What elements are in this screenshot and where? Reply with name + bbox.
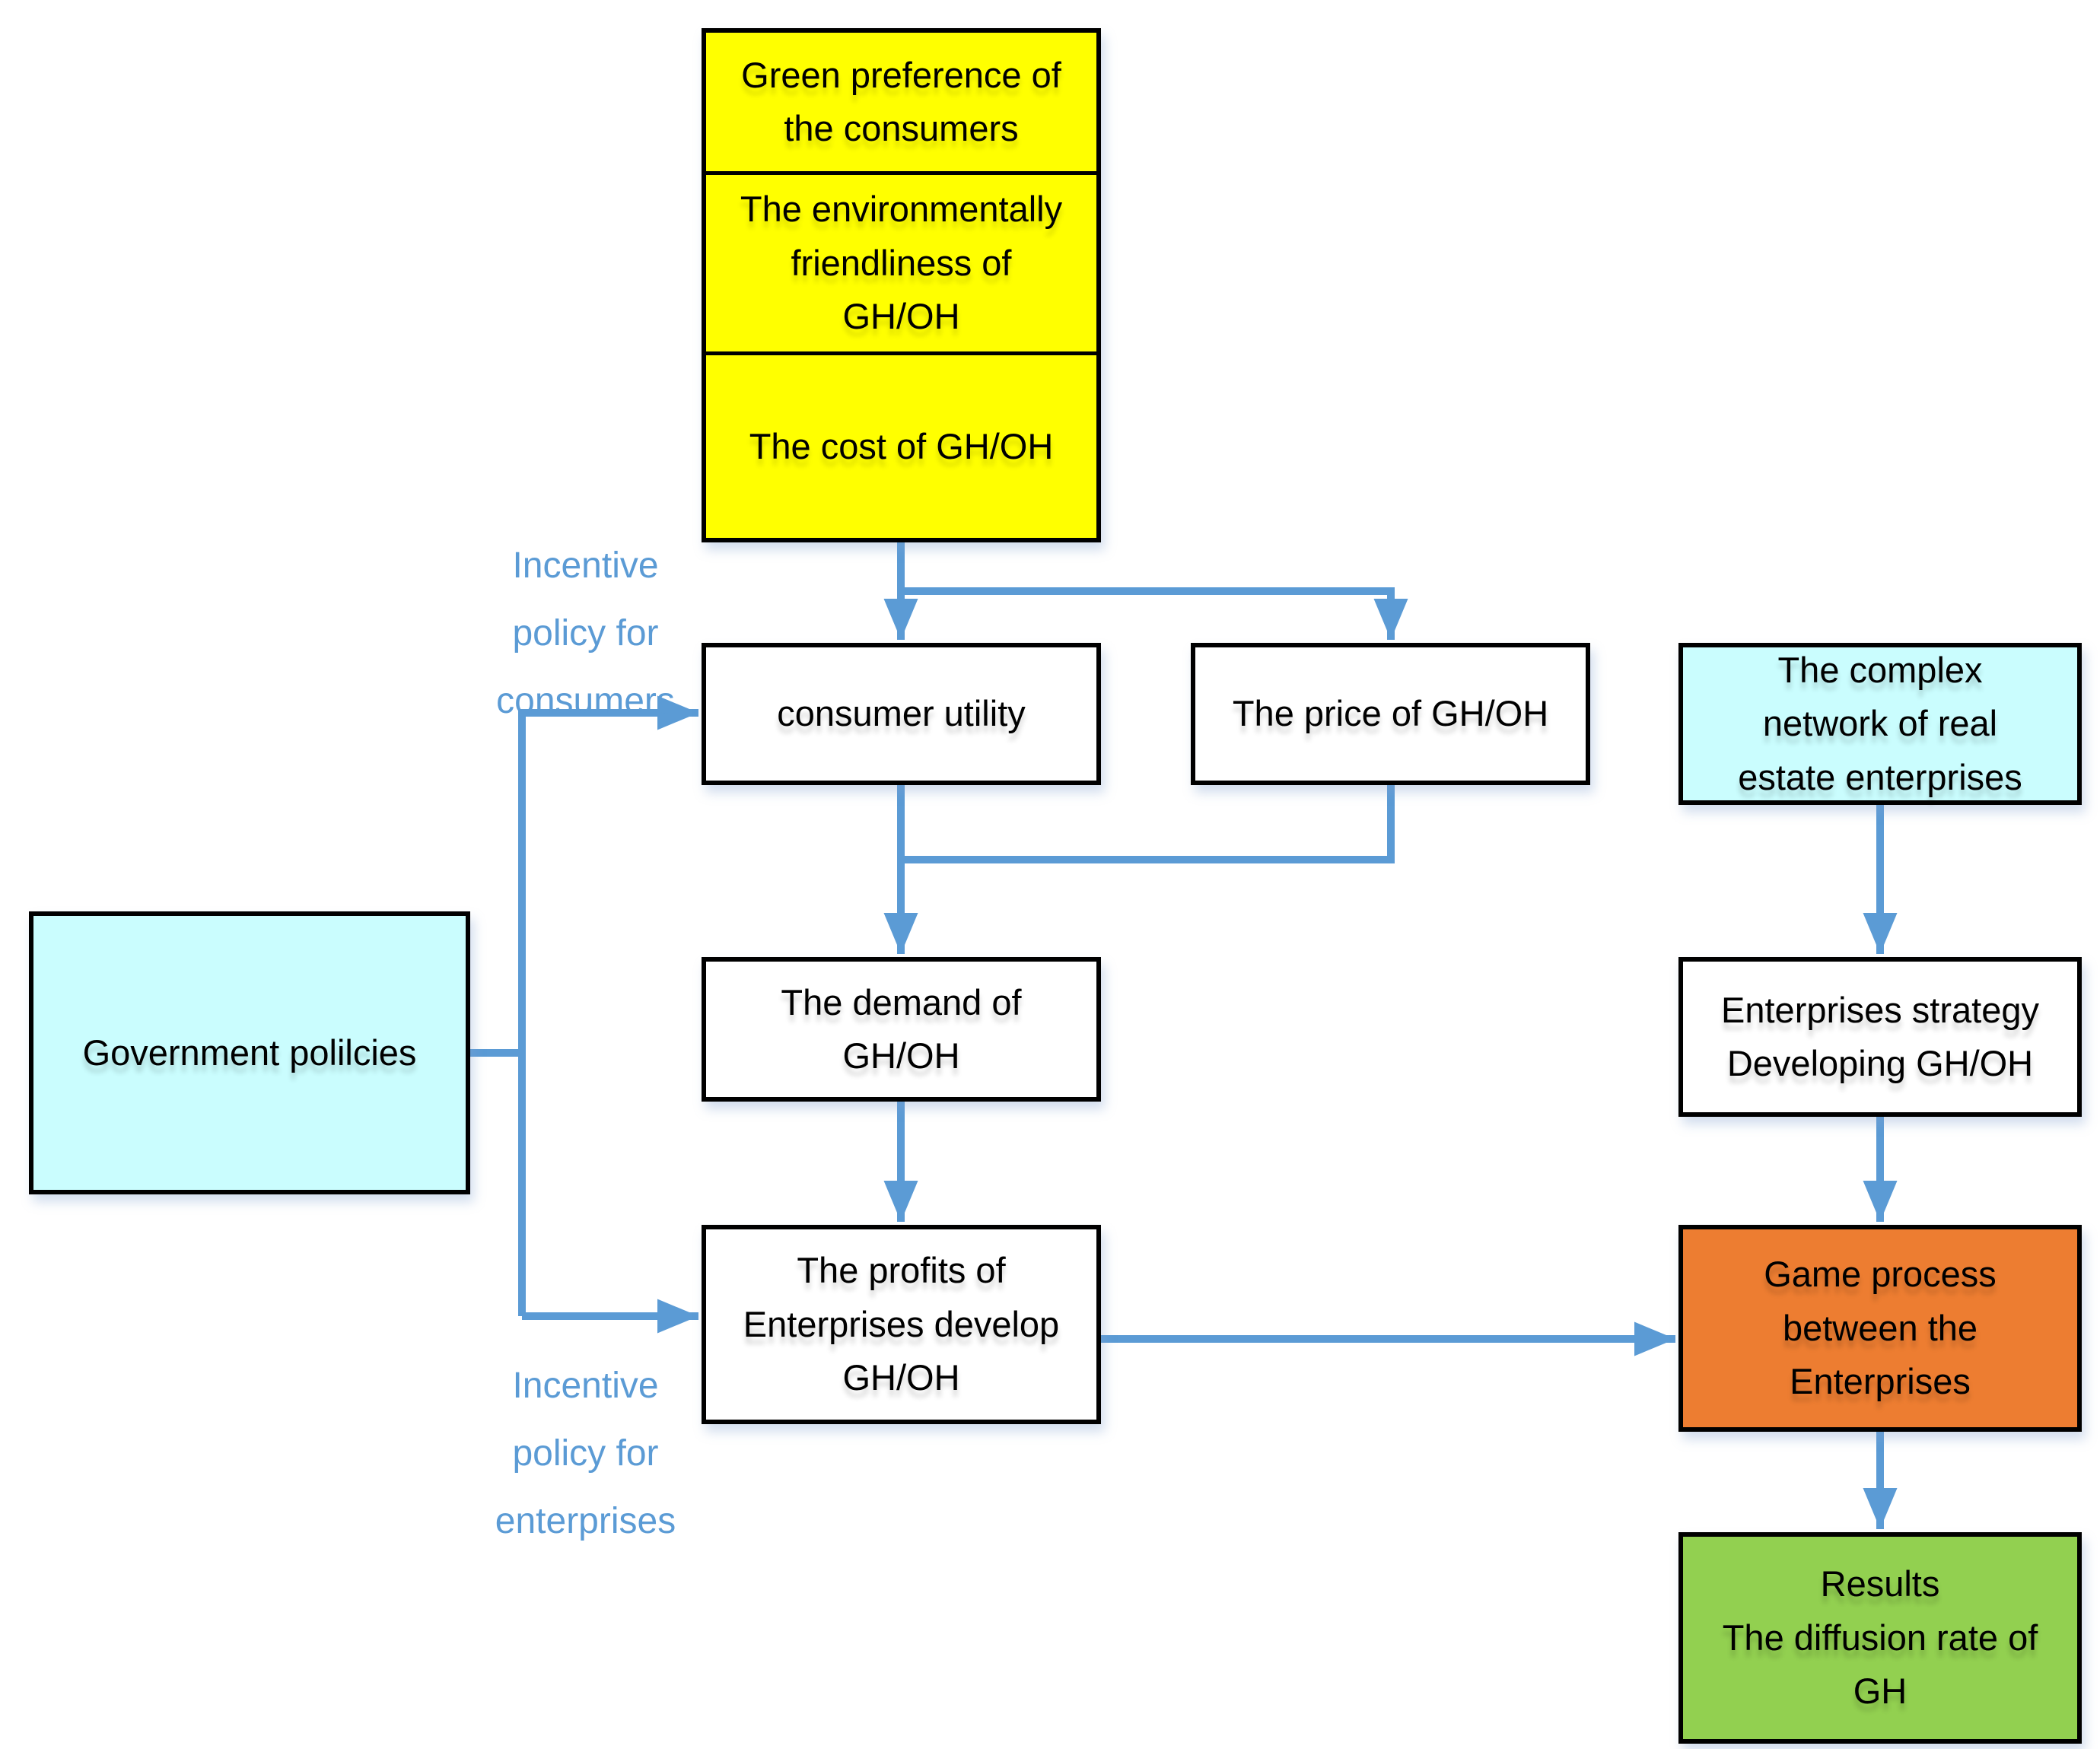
node-results-diffusion-rate-label: Results The diffusion rate of GH <box>1722 1563 2038 1712</box>
node-price-of-ghoh: The price of GH/OH <box>1191 643 1590 785</box>
node-green-preference-label: Green preference of the consumers <box>741 54 1061 149</box>
node-environmental-friendliness-label: The environmentally friendliness of GH/O… <box>740 189 1063 337</box>
node-government-policies-label: Government polilcies <box>82 1032 417 1073</box>
node-demand-of-ghoh-label: The demand of GH/OH <box>781 981 1022 1076</box>
node-game-process-label: Game process between the Enterprises <box>1764 1254 1997 1402</box>
node-complex-network-label: The complex network of real estate enter… <box>1738 649 2022 797</box>
node-consumer-utility-label: consumer utility <box>777 693 1026 734</box>
node-green-preference: Green preference of the consumers <box>706 33 1096 171</box>
node-consumer-utility: consumer utility <box>702 643 1101 785</box>
node-cost-of-ghoh-label: The cost of GH/OH <box>749 425 1054 466</box>
edge-government-to-consumer-utility <box>518 695 698 1316</box>
annotation-incentive-policy-enterprises: Incentive policy for enterprises <box>495 1366 676 1541</box>
annotation-incentive-policy-consumers: Incentive policy for consumers <box>496 545 675 721</box>
node-enterprises-strategy: Enterprises strategy Developing GH/OH <box>1678 957 2082 1117</box>
node-profits-of-enterprises: The profits of Enterprises develop GH/OH <box>702 1225 1101 1424</box>
node-game-process: Game process between the Enterprises <box>1678 1225 2082 1432</box>
edge-price-to-demand-join <box>897 785 1395 863</box>
edge-inputs-to-price <box>901 587 1408 640</box>
node-cost-of-ghoh: The cost of GH/OH <box>706 351 1096 538</box>
node-results-diffusion-rate: Results The diffusion rate of GH <box>1678 1532 2082 1744</box>
node-demand-of-ghoh: The demand of GH/OH <box>702 957 1101 1102</box>
node-price-of-ghoh-label: The price of GH/OH <box>1232 693 1549 734</box>
node-environmental-friendliness: The environmentally friendliness of GH/O… <box>706 171 1096 351</box>
node-profits-of-enterprises-label: The profits of Enterprises develop GH/OH <box>743 1250 1060 1398</box>
node-government-policies: Government polilcies <box>29 911 470 1194</box>
node-complex-network: The complex network of real estate enter… <box>1678 643 2082 805</box>
consumer-inputs-group: Green preference of the consumers The en… <box>702 28 1101 542</box>
node-enterprises-strategy-label: Enterprises strategy Developing GH/OH <box>1721 989 2039 1084</box>
